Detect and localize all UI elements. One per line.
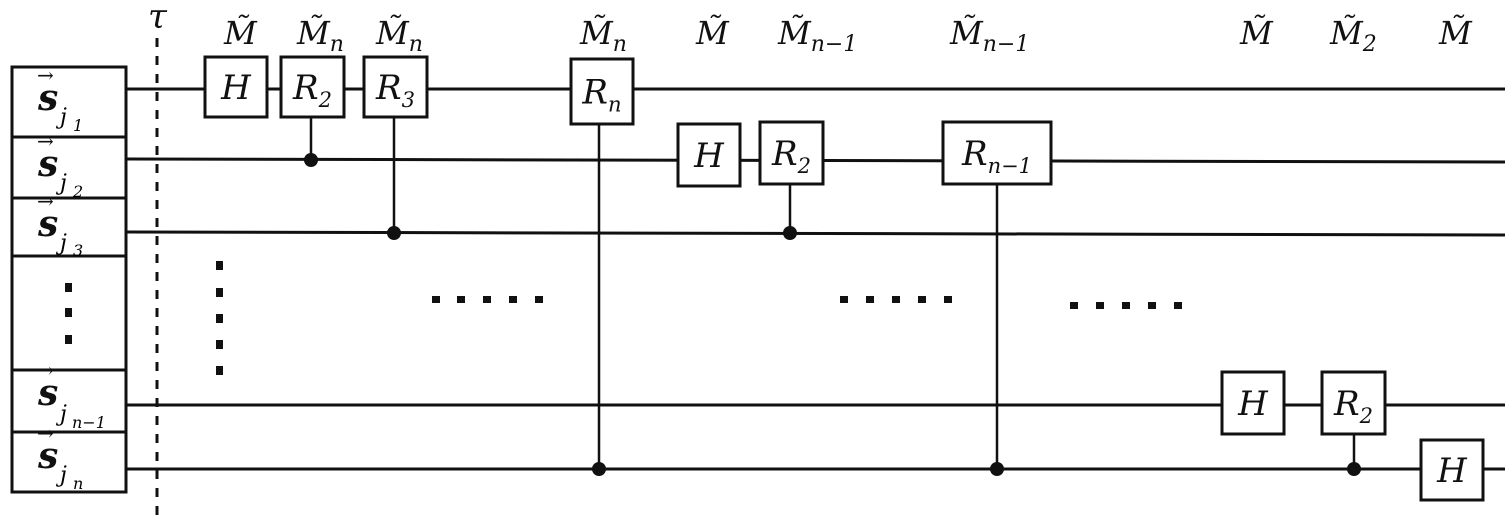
top-label: M̃ [1438,14,1473,52]
gate-box [569,57,635,126]
vector-arrow-icon: → [37,358,54,382]
control-dot [783,226,797,240]
gate-r2: R2 [758,120,825,240]
register-cell-j3 [10,196,128,258]
gate-r2: R2 [1320,370,1387,476]
register-base: s [37,77,58,119]
gate-rn: Rn [569,57,635,476]
control-dot [1347,462,1361,476]
register-cell-j-n-minus-1 [10,368,128,434]
gate-box [362,55,429,119]
top-label: M̃n [296,14,344,57]
gate-h: H [676,122,742,188]
register-base: s [37,435,58,477]
control-dot [592,462,606,476]
register-vertical-ellipsis [65,283,72,344]
gate-r3: R3 [362,55,429,240]
gate-h: H [1220,370,1286,436]
gate-box [941,120,1053,186]
control-dot [304,153,318,167]
gate-h: H [1419,438,1485,502]
register-base: s [37,143,58,185]
register-subscript-index: n−1 [72,413,106,432]
gate-label: H [220,68,252,108]
gate-box [1220,370,1286,436]
gate-label: Rn−1 [961,134,1032,178]
input-register [10,65,128,494]
top-label: M̃n [375,14,423,57]
vector-arrow-icon: → [37,129,54,153]
top-label: M̃n−1 [949,14,1029,57]
gate-box [279,55,346,119]
horizontal-ellipsis-2 [840,296,952,303]
gate-label: R3 [375,68,415,112]
register-cell-jn [10,430,128,494]
register-subscript-index: 1 [73,116,83,135]
gate-label: H [1237,384,1269,424]
horizontal-ellipsis-3 [1070,302,1182,309]
tau-label: τ [148,0,168,37]
gate-rn-1: Rn−1 [941,120,1053,476]
gate-box [676,122,742,188]
register-label-j3: s → j 3 [37,189,83,260]
vector-arrow-icon: → [37,63,54,87]
top-label: M̃n−1 [777,14,857,57]
top-label: M̃ [695,14,730,52]
register-subscript-index: 3 [73,241,83,260]
register-base: s [37,203,58,245]
gate-box [203,55,269,119]
gate-label: R2 [1333,384,1373,428]
gate-label: Rn [581,73,621,117]
gate-box [758,120,825,186]
gate-label: H [1436,451,1468,491]
register-subscript-index: n [73,474,83,493]
register-labels: s → j 1 s → j 2 s → j 3 s → j [37,63,106,493]
register-cell-j2 [10,135,128,200]
control-dot [990,462,1004,476]
gate-h: H [203,55,269,119]
gate-label: H [693,136,725,176]
gate-box [1320,370,1387,436]
wire-vertical-ellipsis [216,261,223,375]
gate-r2: R2 [279,55,346,167]
gate-label: R2 [292,68,332,112]
top-label: M̃n [579,14,627,57]
register-label-j1: s → j 1 [37,63,83,135]
vector-arrow-icon: → [37,421,54,445]
register-label-jn: s → j n [37,421,83,493]
horizontal-ellipsis-1 [432,296,543,303]
top-label: M̃2 [1329,14,1377,57]
vector-arrow-icon: → [37,189,54,213]
gate-label: R2 [771,134,811,178]
wire-j3 [125,230,1505,237]
register-base: s [37,372,58,414]
control-dot [387,226,401,240]
register-cell-j1 [10,65,128,139]
top-label: M̃ [223,14,258,52]
register-label-j-n-minus-1: s → j n−1 [37,358,106,432]
top-label: M̃ [1239,14,1274,52]
gate-box [1419,438,1485,502]
register-subscript-index: 2 [72,182,83,201]
top-labels-layer: M̃ M̃n M̃n M̃n M̃ M̃n−1 M̃n−1 M̃ M̃2 M̃ [223,14,1473,57]
